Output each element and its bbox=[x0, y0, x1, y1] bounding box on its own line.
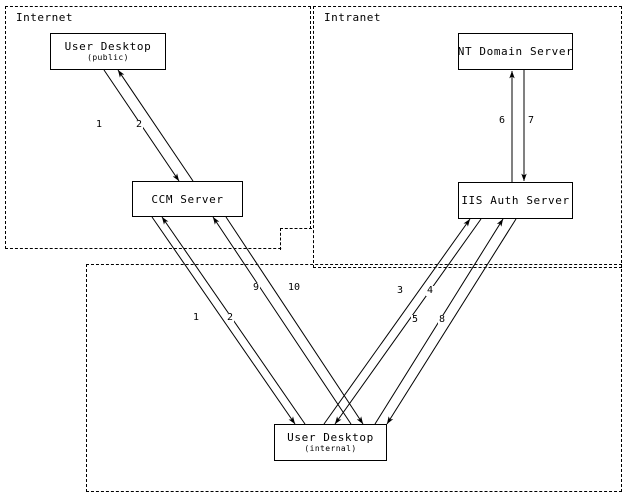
node-user-desktop-public-title: User Desktop bbox=[64, 40, 152, 53]
flow-label-7: 7 bbox=[527, 115, 536, 126]
zone-internet-notch-mask bbox=[282, 230, 312, 252]
flow-label-4: 4 bbox=[426, 285, 435, 296]
flow-label-1: 1 bbox=[95, 119, 104, 130]
node-nt-domain-server[interactable]: NT Domain Server bbox=[458, 33, 573, 70]
flow-label-6: 6 bbox=[498, 115, 507, 126]
flow-label-3: 3 bbox=[396, 285, 405, 296]
flow-label-5: 5 bbox=[411, 314, 420, 325]
zone-intranet bbox=[313, 6, 622, 268]
wire-flow-3 bbox=[323, 218, 471, 425]
wire-flow-4 bbox=[334, 218, 482, 425]
node-user-desktop-public-subtitle: (public) bbox=[87, 53, 129, 62]
flow-label-10: 10 bbox=[287, 282, 302, 293]
flow-label-2b: 2 bbox=[226, 312, 235, 323]
zone-internal bbox=[86, 264, 622, 492]
node-user-desktop-internal-subtitle: (internal) bbox=[304, 444, 357, 453]
zone-intranet-label: Intranet bbox=[324, 11, 381, 24]
node-ccm-server[interactable]: CCM Server bbox=[132, 181, 243, 217]
flow-label-9: 9 bbox=[252, 282, 261, 293]
zone-internet-label: Internet bbox=[16, 11, 73, 24]
node-iis-auth-server[interactable]: IIS Auth Server bbox=[458, 182, 573, 219]
wire-flow-1b bbox=[151, 216, 296, 425]
zone-internet-notch-edge-v bbox=[280, 228, 281, 250]
node-nt-domain-server-title: NT Domain Server bbox=[457, 45, 574, 58]
flow-label-8: 8 bbox=[438, 314, 447, 325]
node-iis-auth-server-title: IIS Auth Server bbox=[461, 194, 570, 207]
node-ccm-server-title: CCM Server bbox=[151, 192, 224, 206]
flow-label-1b: 1 bbox=[192, 312, 201, 323]
zone-internet-notch-edge-h bbox=[280, 228, 312, 229]
zone-internet bbox=[5, 6, 311, 249]
wire-flow-9 bbox=[212, 216, 352, 425]
wire-flow-10 bbox=[225, 216, 364, 425]
wire-flow-8 bbox=[386, 218, 517, 425]
wire-flow-2 bbox=[117, 69, 194, 182]
node-user-desktop-public[interactable]: User Desktop (public) bbox=[50, 33, 166, 70]
node-user-desktop-internal[interactable]: User Desktop (internal) bbox=[274, 424, 387, 461]
flow-label-2: 2 bbox=[135, 119, 144, 130]
node-user-desktop-internal-title: User Desktop bbox=[287, 431, 374, 444]
